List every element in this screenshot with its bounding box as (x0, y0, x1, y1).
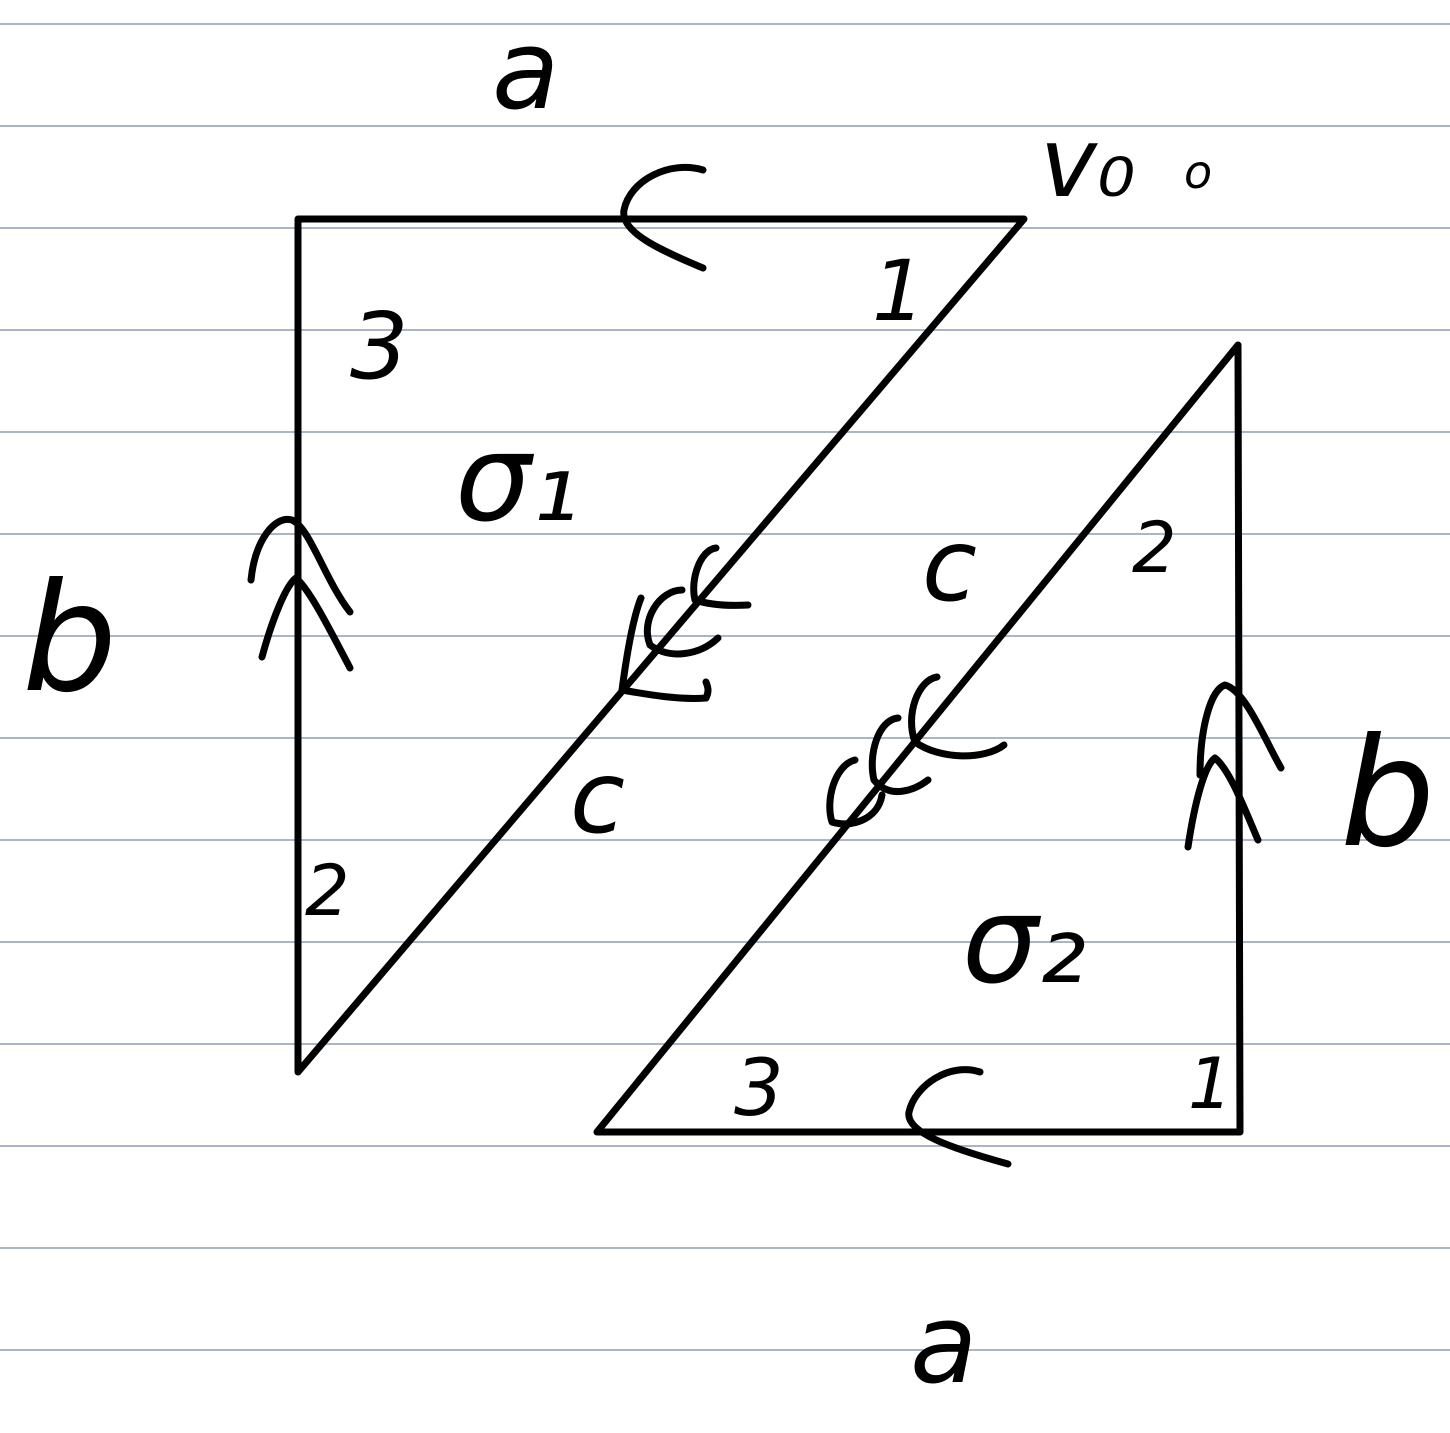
corner-label-t2-1: 1 (1188, 1043, 1233, 1125)
face-label-sigma1: σ₁ (455, 410, 579, 549)
edge-label-a-top: a (492, 6, 559, 134)
corner-label-t1-1: 1 (872, 242, 925, 340)
corner-label-t1-2: 2 (305, 850, 350, 932)
edge-label-b-left: b (22, 552, 117, 726)
edge-label-b-right: b (1340, 707, 1435, 881)
edge-label-c-sigma2: c (922, 507, 977, 624)
corner-label-t2-2: 2 (1132, 507, 1177, 589)
corner-label-t2-3: 3 (734, 1044, 784, 1134)
edge-label-a-bottom: a (910, 1280, 977, 1408)
corner-label-t1-3: 3 (350, 293, 409, 400)
edge-label-c-sigma1: c (570, 739, 625, 856)
vertex-label-v0: v₀ (1040, 107, 1135, 219)
double-arrow-icon (247, 515, 354, 672)
single-arrow-icon (905, 1066, 1012, 1168)
triple-arrow-icon (826, 673, 1008, 828)
double-arrow-icon (1184, 681, 1285, 851)
triple-arrow-icon (618, 544, 752, 702)
vertex-dot-label: o (1184, 145, 1212, 199)
single-arrow-icon (620, 163, 707, 272)
triangle-sigma1 (294, 215, 1028, 1076)
face-label-sigma2: σ₂ (962, 872, 1086, 1011)
ruled-lines (0, 23, 1450, 1351)
